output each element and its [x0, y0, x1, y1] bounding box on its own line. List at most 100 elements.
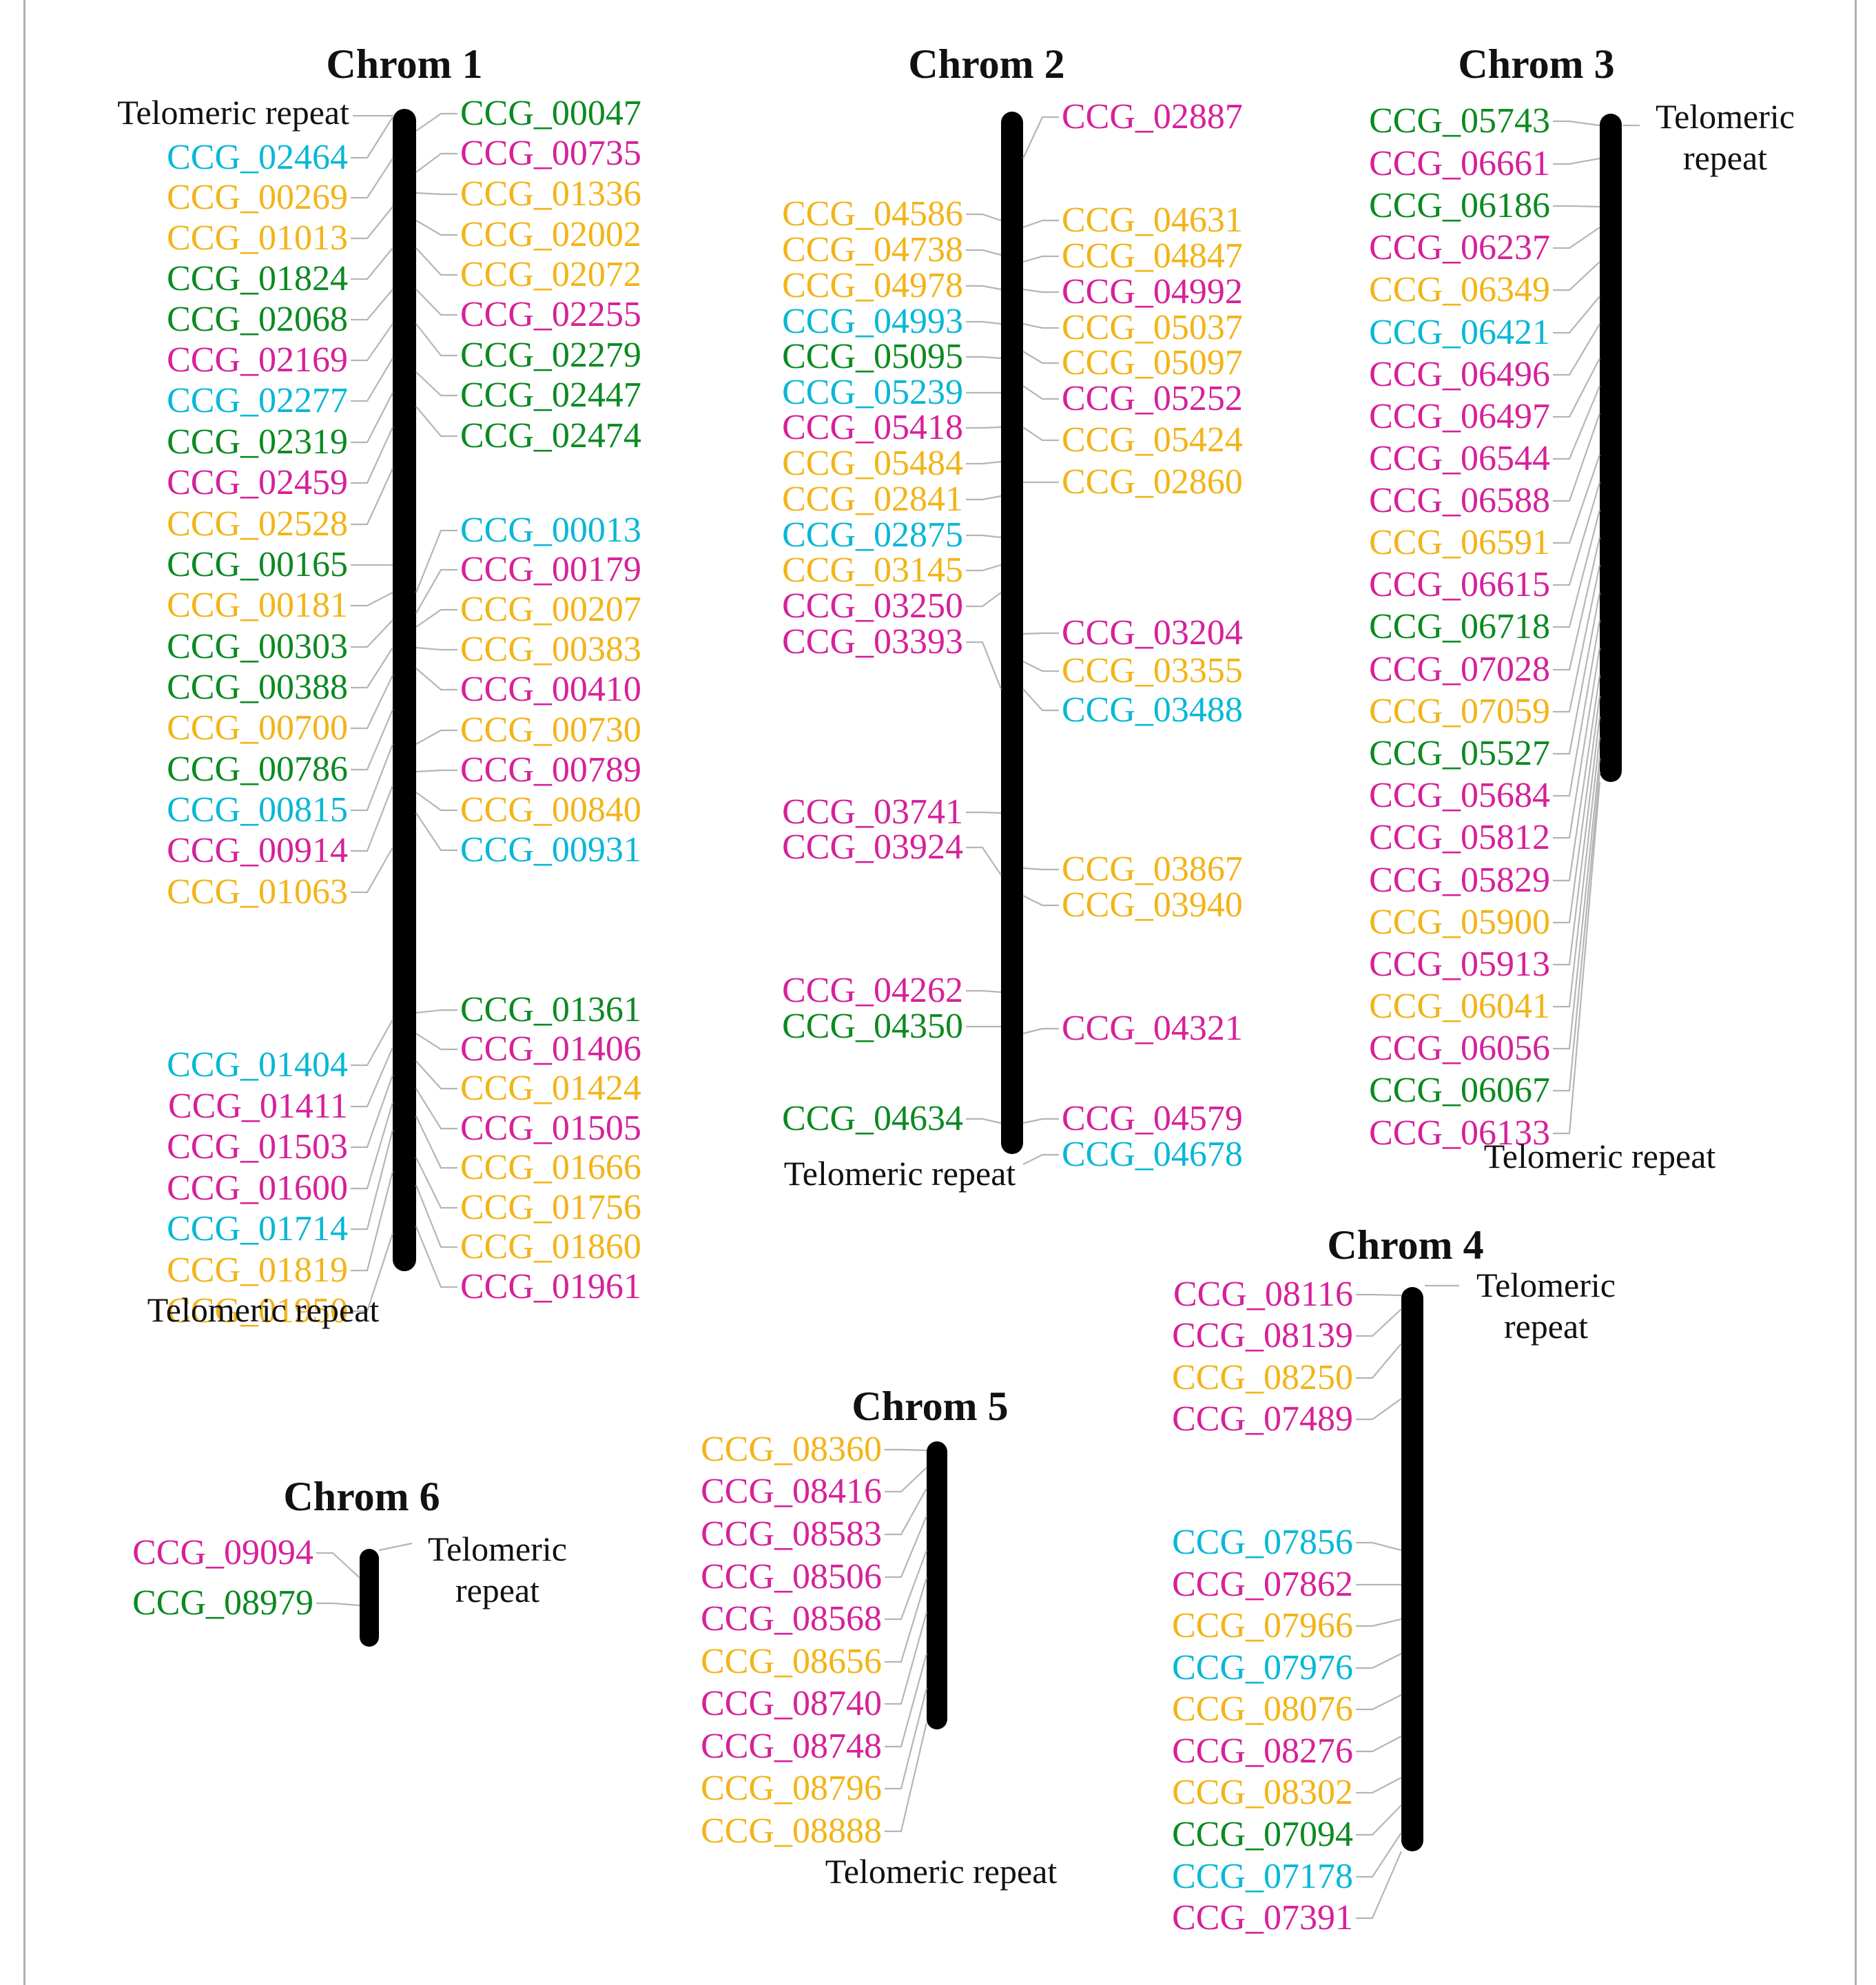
gene-connector — [966, 426, 1002, 429]
gene-label: CCG_00786 — [167, 750, 348, 789]
gene-label: CCG_00789 — [460, 750, 641, 790]
gene-label: CCG_06056 — [1369, 1029, 1550, 1068]
gene-connector — [1553, 695, 1601, 924]
gene-connector — [1553, 592, 1601, 755]
gene-connector — [1553, 647, 1601, 839]
gene-connector — [1022, 322, 1059, 329]
chromosome-4: Chrom 4CCG_08116CCG_08139CCG_08250CCG_07… — [1172, 1222, 1616, 1937]
gene-connector — [1553, 716, 1601, 966]
gene-label: CCG_02875 — [782, 515, 963, 555]
gene-label: CCG_07856 — [1172, 1523, 1353, 1562]
gene-label: CCG_02002 — [460, 215, 641, 254]
telomeric-repeat-label: Telomeric repeat — [784, 1154, 1016, 1193]
gene-label: CCG_02860 — [1062, 462, 1243, 502]
gene-connector — [1022, 1118, 1059, 1124]
gene-label: CCG_03741 — [782, 792, 963, 832]
gene-label: CCG_06661 — [1369, 144, 1550, 183]
gene-connector — [966, 285, 1002, 291]
gene-label: CCG_07059 — [1369, 692, 1550, 731]
gene-connector — [415, 1115, 457, 1169]
gene-connector — [1553, 296, 1600, 334]
gene-label: CCG_04350 — [782, 1007, 963, 1046]
gene-label: CCG_08748 — [701, 1727, 882, 1766]
gene-label: CCG_01361 — [460, 990, 641, 1029]
gene-label: CCG_02459 — [167, 463, 348, 502]
gene-label: CCG_02279 — [460, 336, 641, 375]
gene-connector — [351, 1102, 394, 1190]
gene-label: CCG_01424 — [460, 1069, 641, 1108]
gene-connector — [1553, 227, 1600, 249]
gene-connector — [885, 1722, 928, 1833]
gene-label: CCG_01336 — [460, 174, 641, 214]
gene-connector — [966, 213, 1002, 222]
gene-label: CCG_01819 — [167, 1251, 348, 1290]
gene-label: CCG_06041 — [1369, 987, 1550, 1026]
gene-connector — [415, 668, 457, 691]
gene-label: CCG_03145 — [782, 551, 963, 590]
gene-label: CCG_06186 — [1369, 186, 1550, 225]
gene-connector — [415, 152, 457, 173]
gene-connector — [1022, 895, 1059, 907]
gene-label: CCG_08888 — [701, 1811, 882, 1851]
telomeric-repeat-label: Telomeric repeat — [825, 1852, 1058, 1891]
gene-connector — [1553, 509, 1601, 628]
gene-label: CCG_05037 — [1062, 308, 1243, 347]
gene-label: CCG_02277 — [167, 381, 348, 420]
gene-connector — [415, 247, 457, 276]
gene-label: CCG_07966 — [1172, 1606, 1353, 1645]
gene-connector — [966, 1118, 1002, 1124]
telomeric-repeat-label: Telomeric repeat — [1484, 1137, 1716, 1175]
gene-connector — [415, 646, 457, 651]
gene-connector — [1356, 1343, 1402, 1379]
gene-connector — [1356, 1618, 1402, 1627]
gene-label: CCG_06133 — [1369, 1113, 1550, 1153]
gene-connector — [1022, 351, 1059, 364]
gene-label: CCG_01404 — [167, 1045, 348, 1084]
gene-connector — [966, 356, 1002, 360]
gene-label: CCG_03488 — [1062, 690, 1243, 730]
gene-connector — [1022, 1153, 1059, 1165]
gene-label: CCG_02887 — [1062, 97, 1243, 136]
gene-connector — [351, 289, 393, 321]
gene-connector — [415, 568, 457, 614]
gene-connector — [1022, 426, 1059, 442]
gene-label: CCG_05913 — [1369, 945, 1550, 984]
gene-label: CCG_08568 — [701, 1599, 882, 1638]
gene-connector — [1553, 675, 1601, 882]
gene-label: CCG_06496 — [1369, 355, 1550, 394]
gene-connector — [1022, 1027, 1059, 1035]
gene-label: CCG_04586 — [782, 194, 963, 234]
gene-label: CCG_06615 — [1369, 565, 1550, 604]
gene-label: CCG_05829 — [1369, 861, 1550, 900]
gene-label: CCG_04738 — [782, 230, 963, 269]
gene-connector — [415, 289, 457, 316]
gene-connector — [966, 641, 1002, 690]
gene-label: CCG_01860 — [460, 1227, 641, 1266]
gene-connector — [415, 1226, 457, 1288]
gene-connector — [351, 785, 394, 852]
gene-connector — [351, 1233, 394, 1313]
gene-label: CCG_04579 — [1062, 1099, 1243, 1138]
gene-connector — [351, 392, 393, 444]
gene-connector — [1022, 867, 1059, 871]
gene-connector — [1356, 1694, 1402, 1711]
gene-label: CCG_00181 — [167, 586, 348, 625]
gene-label: CCG_05097 — [1062, 343, 1243, 382]
gene-label: CCG_01714 — [167, 1209, 348, 1248]
gene-connector — [885, 1515, 928, 1578]
gene-connector — [415, 1184, 457, 1248]
gene-connector — [885, 1467, 927, 1493]
gene-connector — [1356, 1308, 1402, 1337]
gene-label: CCG_00303 — [167, 627, 348, 666]
gene-connector — [351, 592, 393, 607]
gene-label: CCG_08250 — [1172, 1358, 1353, 1397]
gene-connector — [351, 847, 393, 894]
gene-label: CCG_09094 — [132, 1533, 313, 1572]
gene-label: CCG_05684 — [1369, 776, 1550, 815]
chromosome-3: Chrom 3CCG_05743CCG_06661CCG_06186CCG_06… — [1369, 41, 1795, 1175]
gene-connector — [1553, 537, 1601, 671]
gene-connector — [415, 323, 457, 357]
